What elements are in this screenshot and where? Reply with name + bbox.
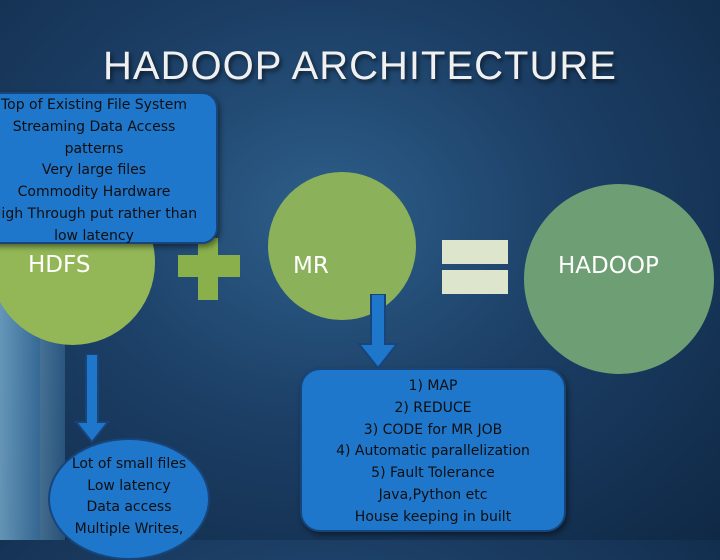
hdfs-down-arrow (73, 354, 111, 444)
hdfs-feature: patterns (64, 140, 124, 157)
mr-features-callout: 1) MAP 2) REDUCE 3) CODE for MR JOB 4) A… (300, 368, 566, 532)
mr-feature: 3) CODE for MR JOB (363, 421, 503, 438)
mr-feature: 1) MAP (408, 378, 458, 394)
equals-sign-top (442, 240, 508, 264)
hadoop-circle (524, 184, 714, 374)
mr-feature: House keeping in built (354, 508, 512, 525)
hdfs-feature: Very large files (41, 162, 147, 179)
plus-sign-horizontal (178, 255, 240, 277)
hdfs-limitation: Data access (86, 499, 172, 515)
mr-label: MR (293, 253, 329, 279)
hdfs-features-callout: Top of Existing File System Streaming Da… (0, 92, 218, 244)
mr-feature: 5) Fault Tolerance (371, 465, 495, 482)
mr-circle (268, 172, 416, 320)
hdfs-feature: Streaming Data Access (12, 118, 176, 135)
hdfs-limitation: Multiple Writes, (74, 520, 184, 537)
hdfs-label: HDFS (28, 252, 91, 278)
hdfs-feature: Top of Existing File System (0, 97, 187, 113)
mr-feature: 4) Automatic parallelization (336, 443, 530, 460)
hdfs-limitations-callout: Lot of small files Low latency Data acce… (48, 438, 210, 560)
mr-feature: Java,Python etc (378, 486, 488, 503)
equals-sign-bottom (442, 270, 508, 294)
slide-title: HADOOP ARCHITECTURE (103, 44, 617, 88)
mr-down-arrow (356, 294, 400, 370)
hdfs-feature: Commodity Hardware (17, 184, 171, 201)
hdfs-limitation: Lot of small files (71, 456, 187, 472)
hadoop-label: HADOOP (558, 253, 659, 279)
hdfs-feature: High Through put rather than (0, 205, 198, 222)
mr-feature: 2) REDUCE (394, 399, 472, 416)
hdfs-limitation: Low latency (87, 477, 171, 494)
hdfs-feature: low latency (54, 227, 134, 244)
